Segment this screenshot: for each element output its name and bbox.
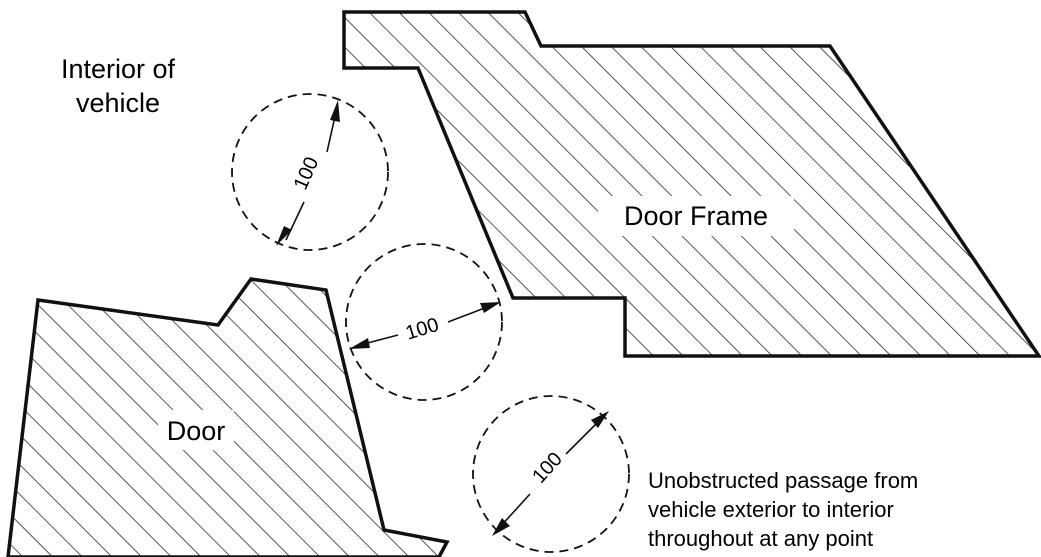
note-line1: Unobstructed passage from bbox=[648, 468, 918, 493]
door-frame-label: Door Frame bbox=[624, 201, 768, 231]
interior-label-line2: vehicle bbox=[76, 88, 160, 118]
door-label-mask bbox=[158, 410, 234, 450]
note-line3: throughout at any point bbox=[648, 526, 873, 551]
dimension-line-middle bbox=[349, 302, 501, 349]
clearance-circle-bottom bbox=[472, 395, 630, 553]
dimension-label-middle: 100 bbox=[403, 314, 441, 345]
clearance-circle-middle bbox=[345, 243, 503, 401]
dimension-line-bottom bbox=[492, 411, 609, 536]
dimension-label-bottom: 100 bbox=[528, 448, 567, 488]
door-label: Door bbox=[167, 416, 226, 446]
door-frame-shape bbox=[342, 10, 1041, 358]
interior-label-line1: Interior of bbox=[61, 54, 176, 84]
dimension-label-top: 100 bbox=[290, 154, 324, 193]
dimension-line-top bbox=[276, 100, 340, 246]
door-frame-label-mask bbox=[598, 196, 794, 236]
note-line2: vehicle exterior to interior bbox=[648, 497, 894, 522]
clearance-circle-top bbox=[231, 93, 389, 251]
